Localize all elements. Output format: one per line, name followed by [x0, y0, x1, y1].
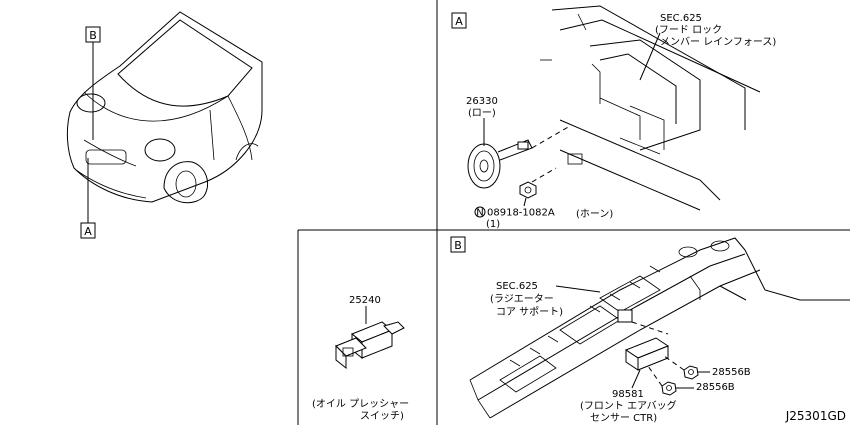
bolt-install-guide-2 — [647, 365, 663, 387]
nut-install-guide — [531, 167, 557, 183]
nut-marker: N — [476, 208, 483, 219]
bolt-illustration-2 — [661, 381, 677, 396]
nut-marker-circle — [474, 206, 486, 218]
car-overview-illustration — [66, 11, 263, 204]
horn-install-guide — [531, 125, 571, 149]
overview-callout-a: A — [80, 158, 96, 239]
airbag-sensor-illustration — [617, 309, 670, 371]
hood-lock-member-illustration — [540, 5, 761, 211]
horn-subtitle: (ロー) — [468, 108, 496, 119]
overview-callout-a-label: A — [84, 225, 92, 238]
bolt-part-number-2: 28556B — [696, 382, 735, 393]
bolt-part-number-1: 28556B — [712, 367, 751, 378]
horn-illustration — [467, 139, 533, 189]
bolt-illustration-1 — [683, 365, 699, 380]
nut-quantity: (1) — [486, 219, 500, 230]
sensor-name-line2: センサー CTR) — [590, 412, 657, 424]
panel-a: A SEC. — [451, 5, 776, 230]
panel-b-callout: B — [454, 239, 462, 252]
oil-switch-part-number: 25240 — [349, 295, 381, 306]
oil-switch-name-line1: (オイル プレッシャー — [312, 398, 409, 410]
overview-callout-b-label: B — [89, 29, 97, 42]
sensor-install-guide — [631, 321, 669, 335]
panel-a-sec-ref: SEC.625 — [660, 13, 702, 24]
panel-a-callout: A — [455, 15, 463, 28]
panel-oil-pressure: 25240 (オイル プレッシャー スイッチ) — [312, 295, 409, 422]
bolt-install-guide-1 — [663, 355, 685, 371]
oil-switch-name-line2: スイッチ) — [360, 410, 404, 422]
panel-b-sec-line2: コア サポート) — [496, 306, 563, 318]
nut-part-number: 08918-1082A — [487, 208, 555, 219]
sensor-name-line1: (フロント エアバッグ — [580, 399, 677, 412]
radiator-core-support-illustration — [469, 237, 850, 419]
horn-name: (ホーン) — [576, 208, 613, 220]
sensor-part-number: 98581 — [612, 389, 644, 400]
oil-pressure-switch-illustration — [335, 321, 405, 370]
horn-nut-illustration — [519, 181, 537, 199]
panel-borders — [297, 0, 850, 425]
panel-b-sec-line1: (ラジエーター — [490, 293, 554, 305]
overview-callout-b: B — [85, 26, 101, 140]
panel-b: B — [450, 236, 850, 424]
panel-a-sec-line2: メンバー レインフォース) — [660, 36, 776, 48]
horn-part-number: 26330 — [466, 96, 498, 107]
panel-a-sec-line1: (フード ロック — [655, 24, 722, 36]
diagram-code: J25301GD — [785, 409, 846, 423]
panel-b-sec-ref: SEC.625 — [496, 281, 538, 292]
